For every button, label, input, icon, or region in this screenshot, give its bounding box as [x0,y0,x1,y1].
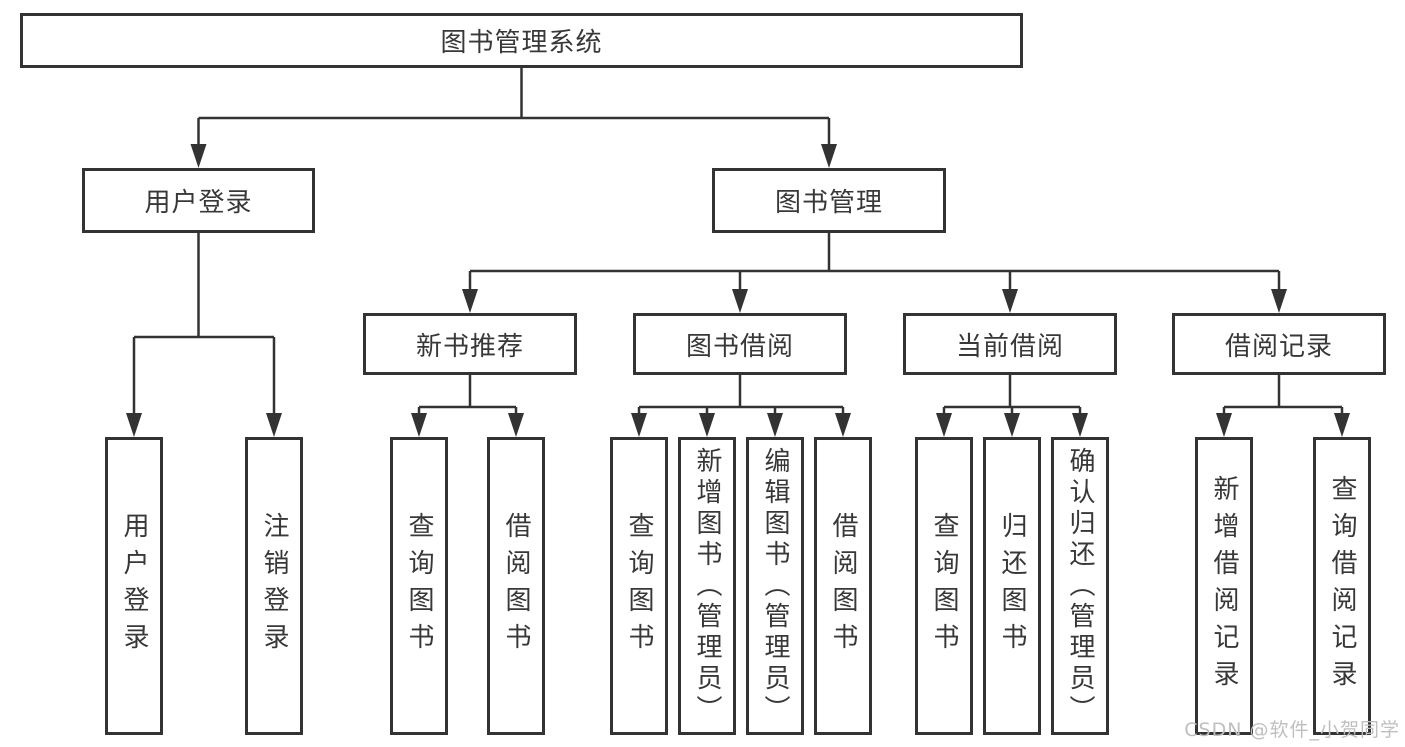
node-book-management: 图书管理 [712,168,946,233]
leaf-logout: 注销登录 [245,437,303,735]
arrowhead-icon [835,413,851,437]
leaf-add-book-admin-label: 新增图书（管理员） [692,446,722,726]
leaf-borrow-books-borrowing-label: 借阅图书 [828,512,858,660]
leaf-borrow-books-recommend: 借阅图书 [487,437,545,735]
arrowhead-icon [1002,289,1018,313]
leaf-query-borrow-record: 查询借阅记录 [1313,437,1371,735]
leaf-logout-label: 注销登录 [259,512,289,660]
node-book-borrowing-label: 图书借阅 [685,331,794,362]
node-book-management-label: 图书管理 [774,188,883,218]
node-new-book-recommend: 新书推荐 [363,313,577,375]
arrowhead-icon [1072,413,1088,437]
node-book-borrowing: 图书借阅 [633,313,847,375]
arrowhead-icon [508,413,524,437]
node-root-label: 图书管理系统 [440,28,603,58]
arrowhead-icon [1334,413,1350,437]
arrowhead-icon [462,289,478,313]
connector-book-management-to-level3 [468,233,1281,291]
leaf-query-books-borrowing-label: 查询图书 [624,512,654,660]
arrowhead-icon [631,413,647,437]
connector-current-borrowing-to-leaves [942,375,1082,415]
leaf-edit-book-admin: 编辑图书（管理员） [746,437,804,735]
leaf-edit-book-admin-label: 编辑图书（管理员） [760,446,790,726]
arrowhead-icon [190,144,207,168]
node-new-book-recommend-label: 新书推荐 [415,331,524,362]
connector-root-to-level2 [197,68,831,147]
arrowhead-icon [266,413,282,437]
leaf-query-books-current-label: 查询图书 [929,512,959,660]
leaf-add-borrow-record-label: 新增借阅记录 [1209,475,1239,697]
arrowhead-icon [732,289,748,313]
leaf-query-books-recommend-label: 查询图书 [404,512,434,660]
node-user-login-label: 用户登录 [144,188,253,218]
leaf-query-books-borrowing: 查询图书 [610,437,668,735]
leaf-add-borrow-record: 新增借阅记录 [1195,437,1253,735]
node-borrowing-records-label: 借阅记录 [1224,331,1333,362]
node-current-borrowing: 当前借阅 [903,313,1117,375]
arrowhead-icon [1271,289,1287,313]
leaf-return-book-label: 归还图书 [997,512,1027,660]
node-current-borrowing-label: 当前借阅 [955,331,1064,362]
arrowhead-icon [936,413,952,437]
leaf-add-book-admin: 新增图书（管理员） [678,437,736,735]
connector-new-book-recommend-to-leaves [417,375,518,415]
leaf-borrow-books-recommend-label: 借阅图书 [501,512,531,660]
arrowhead-icon [699,413,715,437]
leaf-confirm-return-admin-label: 确认归还（管理员） [1065,446,1095,726]
leaf-query-borrow-record-label: 查询借阅记录 [1327,475,1357,697]
node-borrowing-records: 借阅记录 [1172,313,1386,375]
node-root: 图书管理系统 [20,13,1023,68]
leaf-user-login-label: 用户登录 [119,512,149,660]
connector-book-borrowing-to-leaves [637,375,845,415]
arrowhead-icon [1216,413,1232,437]
node-user-login: 用户登录 [82,168,315,233]
leaf-query-books-current: 查询图书 [915,437,973,735]
connector-borrowing-records-to-leaves [1222,375,1344,415]
leaf-query-books-recommend: 查询图书 [390,437,448,735]
watermark-text: CSDN @软件_小贺同学 [1184,719,1400,741]
arrowhead-icon [1004,413,1020,437]
leaf-user-login: 用户登录 [105,437,163,735]
arrowhead-icon [126,413,142,437]
leaf-return-book: 归还图书 [983,437,1041,735]
leaf-confirm-return-admin: 确认归还（管理员） [1051,437,1109,735]
arrowhead-icon [411,413,427,437]
arrowhead-icon [821,144,837,168]
connector-user-login-to-leaves [132,233,276,415]
arrowhead-icon [767,413,783,437]
leaf-borrow-books-borrowing: 借阅图书 [814,437,872,735]
